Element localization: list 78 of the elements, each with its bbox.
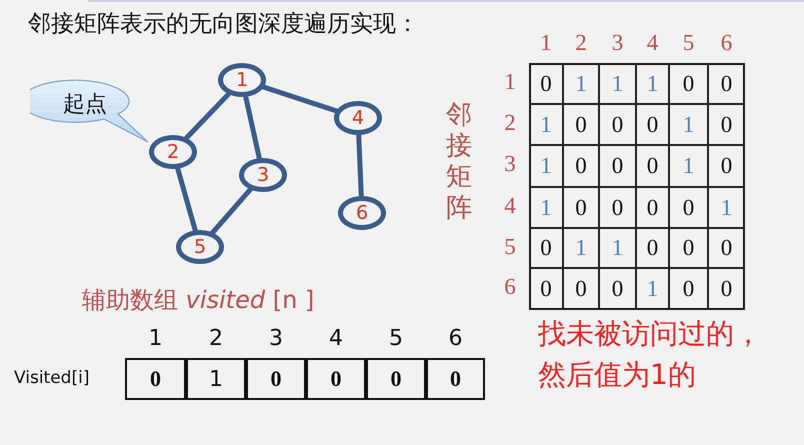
table-cell: 0	[366, 358, 426, 400]
table-cell: 1	[599, 63, 636, 104]
graph-node: 4	[334, 101, 382, 135]
table-cell: 1	[636, 268, 669, 310]
row-header: Visited[i]	[14, 368, 90, 388]
column-header: 1	[148, 326, 164, 351]
column-header: 6	[448, 326, 464, 351]
table-cell: 0	[306, 358, 366, 400]
column-header: 3	[268, 326, 284, 351]
table-cell: 0	[636, 145, 669, 187]
row-header: 2	[503, 110, 517, 136]
row-header: 4	[503, 193, 517, 219]
table-cell: 0	[708, 268, 745, 310]
table-cell: 0	[563, 104, 599, 145]
column-header: 1	[539, 30, 553, 56]
table-cell: 0	[529, 63, 563, 104]
row-header: 3	[503, 151, 517, 177]
edge-line	[356, 132, 364, 198]
table-cell: 1	[636, 63, 669, 104]
row-header: 6	[503, 274, 517, 300]
table-cell: 0	[563, 145, 599, 187]
column-header: 4	[646, 30, 660, 56]
table-cell: 0	[669, 268, 708, 310]
graph-node: 6	[338, 196, 386, 230]
table-cell: 1	[563, 228, 599, 268]
row-header: 5	[503, 234, 517, 260]
edge-line	[209, 186, 254, 236]
table-cell: 0	[708, 63, 745, 104]
edge-line	[242, 94, 262, 161]
note: 找未被访问过的，然后值为1的	[538, 316, 763, 393]
table-cell: 1	[563, 63, 599, 104]
edge-line	[174, 166, 198, 233]
array-caption: 辅助数组 visited [n ]	[82, 285, 314, 316]
table-cell: 1	[529, 145, 563, 187]
table-cell: 0	[599, 187, 636, 228]
table-cell: 0	[636, 228, 669, 268]
table-cell: 1	[599, 228, 636, 268]
graph-node: 1	[218, 63, 266, 97]
table-cell: 0	[636, 187, 669, 228]
graph-node: 2	[149, 135, 197, 169]
table-cell: 0	[563, 268, 599, 310]
table-cell: 0	[708, 145, 745, 187]
side-label: 邻接矩阵	[446, 100, 473, 224]
table-cell: 0	[599, 104, 636, 145]
table-cell: 1	[669, 104, 708, 145]
column-header: 6	[720, 30, 734, 56]
column-header: 2	[574, 30, 588, 56]
table-cell: 0	[669, 63, 708, 104]
table-cell: 0	[529, 228, 563, 268]
table-cell: 0	[125, 358, 186, 400]
row-header: 1	[503, 69, 517, 95]
table-cell: 0	[426, 358, 485, 400]
graph-node: 5	[176, 230, 224, 264]
table-cell: 0	[708, 104, 745, 145]
table-cell: 0	[563, 187, 599, 228]
column-header: 3	[610, 30, 624, 56]
edge-line	[183, 90, 232, 142]
table-cell: 1	[708, 187, 745, 228]
table-cell: 1	[186, 358, 246, 400]
table-cell: 0	[708, 228, 745, 268]
column-header: 2	[208, 326, 224, 351]
column-header: 5	[682, 30, 696, 56]
title: 邻接矩阵表示的无向图深度遍历实现：	[28, 10, 419, 39]
column-header: 5	[388, 326, 404, 351]
table-cell: 0	[599, 268, 636, 310]
table-cell: 0	[246, 358, 306, 400]
graph-node: 3	[239, 158, 287, 192]
table-cell: 0	[669, 228, 708, 268]
table-cell: 0	[669, 187, 708, 228]
callout-bubble: 起点	[30, 78, 150, 144]
edge-line	[261, 84, 339, 114]
table-cell: 0	[599, 145, 636, 187]
table-cell: 1	[529, 104, 563, 145]
table-cell: 0	[529, 268, 563, 310]
column-header: 4	[328, 326, 344, 351]
table-cell: 0	[636, 104, 669, 145]
table-cell: 1	[529, 187, 563, 228]
table-cell: 1	[669, 145, 708, 187]
